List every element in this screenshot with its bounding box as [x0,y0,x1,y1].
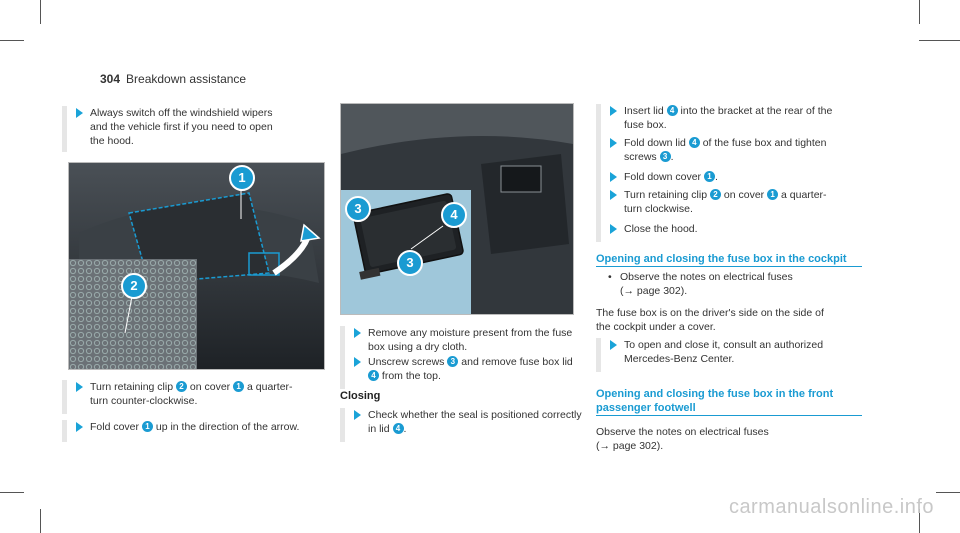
callout-4: 4 [441,202,467,228]
step-fold-lid: Fold down lid 4 of the fuse box and tigh… [596,136,876,170]
callout-1: 1 [229,165,255,191]
crop-mark [40,0,41,24]
arrow-icon [76,382,83,392]
arrow-icon [610,172,617,182]
closing-heading: Closing [340,390,381,402]
arrow-icon [610,340,617,350]
step-consult-center: To open and close it, consult an authori… [596,338,876,372]
fuse-box-photo: 3 4 3 [340,103,574,315]
arrow-icon [610,224,617,234]
step-fold-cover-down: Fold down cover 1. [596,170,876,190]
page-number: 304 [100,72,121,86]
reference-number: 3 [659,151,671,162]
crop-mark [919,0,920,24]
reference-number: 1 [703,171,715,182]
arrow-icon [354,357,361,367]
reference-number: 3 [447,356,459,367]
step-turn-clip: Turn retaining clip 2 on cover 1 a quart… [62,380,332,414]
cockpit-heading: Opening and closing the fuse box in the … [596,252,862,267]
page-header: 304 Breakdown assistance [100,72,246,86]
arrow-icon [76,108,83,118]
callout-2: 2 [121,273,147,299]
callout-3: 3 [397,250,423,276]
reference-number: 4 [392,423,404,434]
step-turn-clip-clockwise: Turn retaining clip 2 on cover 1 a quart… [596,188,876,222]
footwell-note: Observe the notes on electrical fuses (→… [596,426,769,452]
arrow-icon [610,138,617,148]
crop-mark [919,40,960,41]
reference-number: 4 [666,105,678,116]
cockpit-note: •Observe the notes on electrical fuses (… [608,271,793,297]
step-fold-cover: Fold cover 1 up in the direction of the … [62,420,332,442]
cockpit-location-text: The fuse box is on the driver's side on … [596,307,824,333]
crop-mark [919,509,920,533]
reference-number: 1 [767,189,779,200]
reference-number: 2 [709,189,721,200]
arrow-icon [354,328,361,338]
crop-mark [40,509,41,533]
watermark: carmanualsonline.info [728,496,934,518]
crop-mark [0,492,24,493]
step-insert-lid: Insert lid 4 into the bracket at the rea… [596,104,876,138]
step-remove-moisture: Remove any moisture present from the fus… [340,326,600,360]
arrow-icon [610,106,617,116]
reference-number: 2 [175,381,187,392]
step-close-hood: Close the hood. [596,222,876,242]
arrow-icon [354,410,361,420]
crop-mark [936,492,960,493]
engine-bay-photo-left: 1 2 [68,162,325,370]
intro-step: Always switch off the windshield wipers … [62,106,322,152]
arrow-icon [76,422,83,432]
arrow-icon [610,190,617,200]
reference-number: 1 [141,421,153,432]
section-title: Breakdown assistance [126,72,247,86]
reference-number: 1 [233,381,245,392]
callout-3: 3 [345,196,371,222]
engine-bay-illustration [69,163,324,369]
step-unscrew: Unscrew screws 3 and remove fuse box lid… [340,355,600,389]
reference-number: 4 [368,370,379,381]
step-check-seal: Check whether the seal is positioned cor… [340,408,610,442]
reference-number: 4 [688,137,700,148]
footwell-heading: Opening and closing the fuse box in the … [596,387,862,416]
crop-mark [0,40,24,41]
